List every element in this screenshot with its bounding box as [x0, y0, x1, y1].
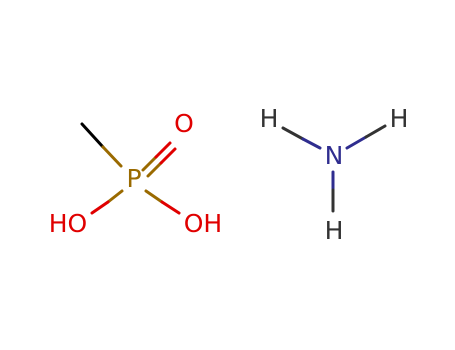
phosphoryl-double-bond-o-segment-1 [154, 141, 172, 159]
right-hydrogen-label: H [390, 104, 409, 133]
phosphoryl-double-bond-o-segment-2 [159, 147, 177, 165]
phosphoryl-double-bond-p-segment-2 [146, 161, 163, 178]
n-h-right-bond-n-segment [345, 135, 368, 150]
phosphorus-label: P [126, 164, 141, 193]
right-hydroxyl-bond-p-segment [144, 189, 164, 204]
methylphosphonic-acid-labels: P O HO OH [49, 109, 222, 238]
n-h-left-bond-h-segment [281, 126, 305, 141]
left-hydroxyl-label: HO [49, 209, 87, 238]
left-hydroxyl-bond-o-segment [90, 200, 110, 215]
bottom-hydrogen-label: H [325, 216, 344, 245]
right-hydroxyl-label: OH [184, 209, 222, 238]
n-h-right-bond-h-segment [364, 124, 387, 139]
ammonia-bonds [281, 124, 387, 213]
right-hydroxyl-bond-o-segment [160, 200, 181, 215]
n-h-left-bond-n-segment [301, 137, 322, 150]
nitrogen-label: N [325, 141, 344, 170]
left-hydrogen-label: H [260, 104, 279, 133]
ammonia-labels: N H H H [260, 104, 409, 245]
methyl-bond-phosphorus-segment [101, 145, 123, 168]
double-bonded-oxygen-label: O [174, 109, 194, 138]
phosphoryl-double-bond-p-segment-1 [141, 155, 158, 172]
left-hydroxyl-bond-p-segment [106, 189, 124, 204]
methylphosphonic-acid-bonds [80, 122, 181, 215]
methyl-bond-carbon-segment [80, 122, 105, 149]
